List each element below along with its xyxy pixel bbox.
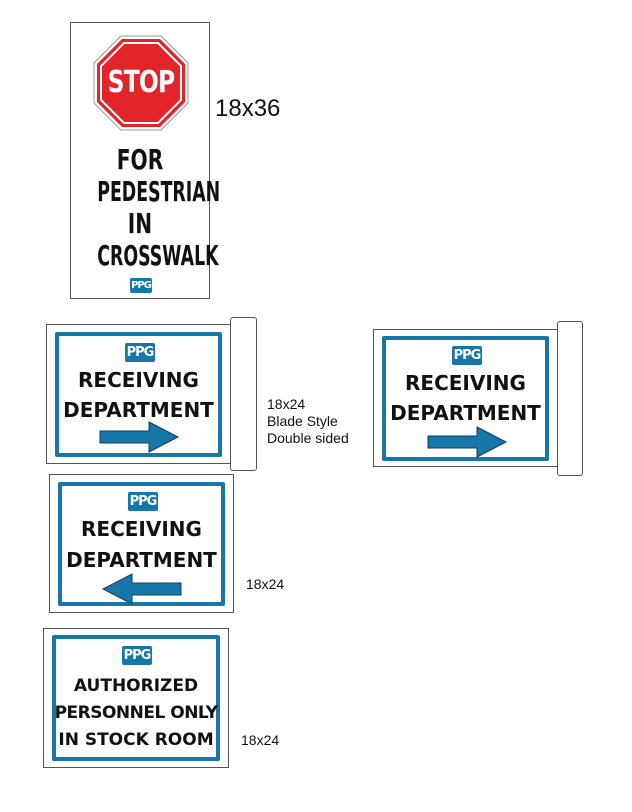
stop-line-4: CROSSWALK (97, 239, 219, 272)
stop-line-1: FOR (116, 143, 164, 176)
stop-text: STOP (107, 65, 176, 100)
blade-label-line1: 18x24 (267, 396, 306, 412)
ppg-logo: PPG (125, 343, 155, 362)
authorized-personnel-sign: PPG AUTHORIZED PERSONNEL ONLY IN STOCK R… (43, 628, 229, 768)
blade-label-line3: Double sided (267, 430, 349, 446)
blade-size-label: 18x24 Blade Style Double sided (267, 396, 349, 447)
authorized-line2: PERSONNEL ONLY (54, 703, 218, 723)
blade-sign-right: PPG RECEIVING DEPARTMENT (373, 329, 558, 467)
stop-pedestrian-sign: STOP FOR PEDESTRIAN IN CROSSWALK PPG (70, 22, 221, 299)
stop-line-3: IN (127, 207, 153, 240)
sign-border (58, 482, 225, 606)
receiving-left-size-label: 18x24 (246, 576, 285, 592)
sign-border (382, 336, 549, 461)
receiving-left-line2: DEPARTMENT (66, 548, 217, 572)
blade-sign-left: PPG RECEIVING DEPARTMENT (46, 324, 231, 464)
arrow-right-icon (99, 421, 180, 453)
authorized-size-label: 18x24 (241, 732, 280, 748)
stop-size-label: 18x36 (215, 95, 281, 122)
ppg-logo: PPG (130, 278, 152, 293)
sign-border (52, 635, 220, 761)
stop-octagon-icon (93, 35, 189, 131)
ppg-logo: PPG (122, 646, 152, 665)
receiving-sign-left-arrow: PPG RECEIVING DEPARTMENT (49, 474, 234, 613)
ppg-logo: PPG (128, 492, 158, 511)
blade-left-line1: RECEIVING (78, 368, 199, 392)
blade-bracket-right (557, 321, 583, 476)
arrow-left-icon (101, 573, 182, 605)
blade-left-line2: DEPARTMENT (63, 398, 214, 422)
stop-line-2: PEDESTRIAN (97, 175, 221, 208)
ppg-logo: PPG (452, 346, 482, 365)
receiving-left-line1: RECEIVING (81, 517, 202, 541)
blade-right-line1: RECEIVING (405, 371, 526, 395)
authorized-line1: AUTHORIZED (73, 676, 199, 696)
blade-right-line2: DEPARTMENT (390, 401, 541, 425)
sign-border (55, 332, 222, 457)
blade-bracket-left (230, 317, 257, 471)
arrow-right-icon (427, 426, 508, 458)
blade-label-line2: Blade Style (267, 413, 338, 429)
authorized-line3: IN STOCK ROOM (58, 730, 214, 750)
